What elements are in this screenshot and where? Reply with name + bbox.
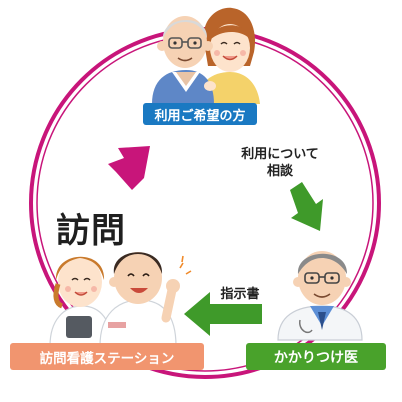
doctor-illustration (277, 251, 363, 341)
consult-note-line2: 相談 (266, 164, 293, 179)
instruction-arrow (184, 292, 262, 336)
user-label-box: 利用ご希望の方 (143, 103, 257, 125)
elderly-couple-illustration (152, 7, 260, 104)
nursing-station-label: 訪問看護ステーション (39, 350, 175, 367)
nursing-station-label-box: 訪問看護ステーション (10, 343, 204, 370)
consult-note: 利用について 相談 (228, 146, 332, 180)
consult-arrow (290, 182, 323, 231)
nurses-illustration (49, 252, 192, 347)
visit-label: 訪問 (56, 211, 126, 251)
instruction-note: 指示書 (220, 287, 260, 302)
user-label: 利用ご希望の方 (154, 108, 246, 124)
doctor-label-box: かかりつけ医 (246, 343, 386, 370)
consult-note-line1: 利用について (241, 147, 319, 162)
visit-arrow (108, 146, 150, 190)
doctor-label: かかりつけ医 (273, 349, 359, 366)
